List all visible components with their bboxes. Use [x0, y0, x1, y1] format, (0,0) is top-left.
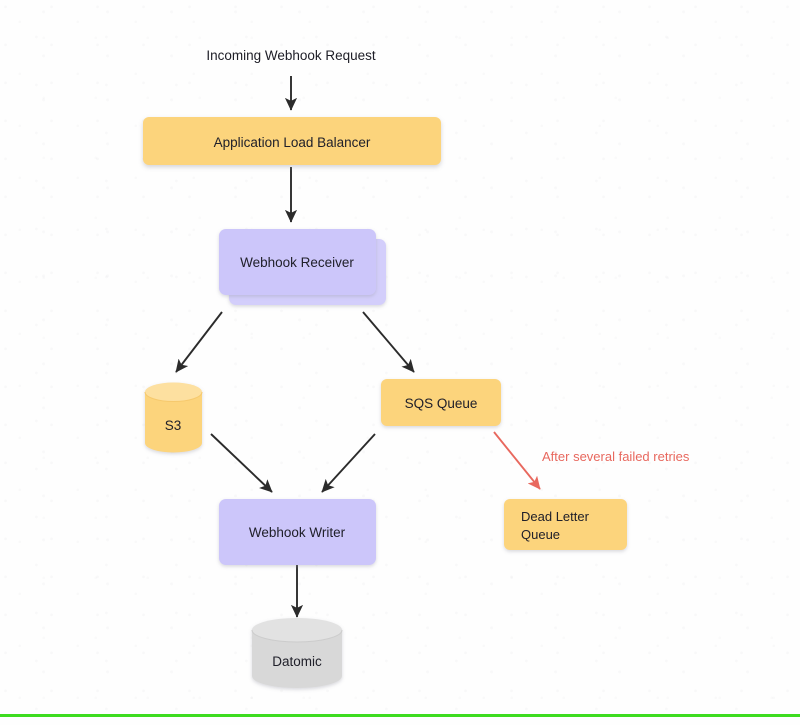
node-shape-rounded-rect-sqs: [381, 379, 501, 426]
node-label-s3: S3: [165, 418, 182, 433]
edge-sqs-to-writer: [321, 433, 376, 493]
edge-receiver-to-sqs: [362, 311, 415, 373]
node-webhook-receiver[interactable]: Webhook Receiver: [219, 229, 386, 305]
node-shape-rounded-rect: [143, 117, 441, 165]
page-title: Incoming Webhook Request: [206, 48, 376, 63]
node-shape-cylinder-s3: [144, 382, 203, 453]
node-label-writer: Webhook Writer: [249, 525, 346, 540]
node-sqs-queue[interactable]: SQS Queue: [381, 379, 501, 426]
node-s3[interactable]: S3: [144, 382, 203, 453]
node-shape-stack-front: [219, 229, 376, 295]
node-label-dlq-line2: Queue: [521, 527, 560, 542]
bottom-accent-bar: [0, 714, 800, 717]
node-shape-cylinder-datomic: [251, 618, 343, 688]
edge-sqs-to-dlq: [493, 431, 541, 490]
node-datomic[interactable]: Datomic: [251, 618, 343, 688]
node-label-sqs: SQS Queue: [405, 396, 478, 411]
edge-s3-to-writer: [210, 433, 273, 493]
node-label-receiver: Webhook Receiver: [240, 255, 354, 270]
edge-receiver-to-s3: [175, 311, 223, 373]
node-shape-rounded-rect-writer: [219, 499, 376, 565]
node-dead-letter-queue[interactable]: Dead Letter Queue: [504, 499, 627, 550]
node-application-load-balancer[interactable]: Application Load Balancer: [143, 117, 441, 165]
node-shape-rounded-rect-dlq: [504, 499, 627, 550]
edge-label-retry: After several failed retries: [542, 449, 690, 464]
node-webhook-writer[interactable]: Webhook Writer: [219, 499, 376, 565]
node-label-datomic: Datomic: [272, 654, 322, 669]
node-label-alb: Application Load Balancer: [214, 135, 371, 150]
node-label-dlq-line1: Dead Letter: [521, 509, 590, 524]
